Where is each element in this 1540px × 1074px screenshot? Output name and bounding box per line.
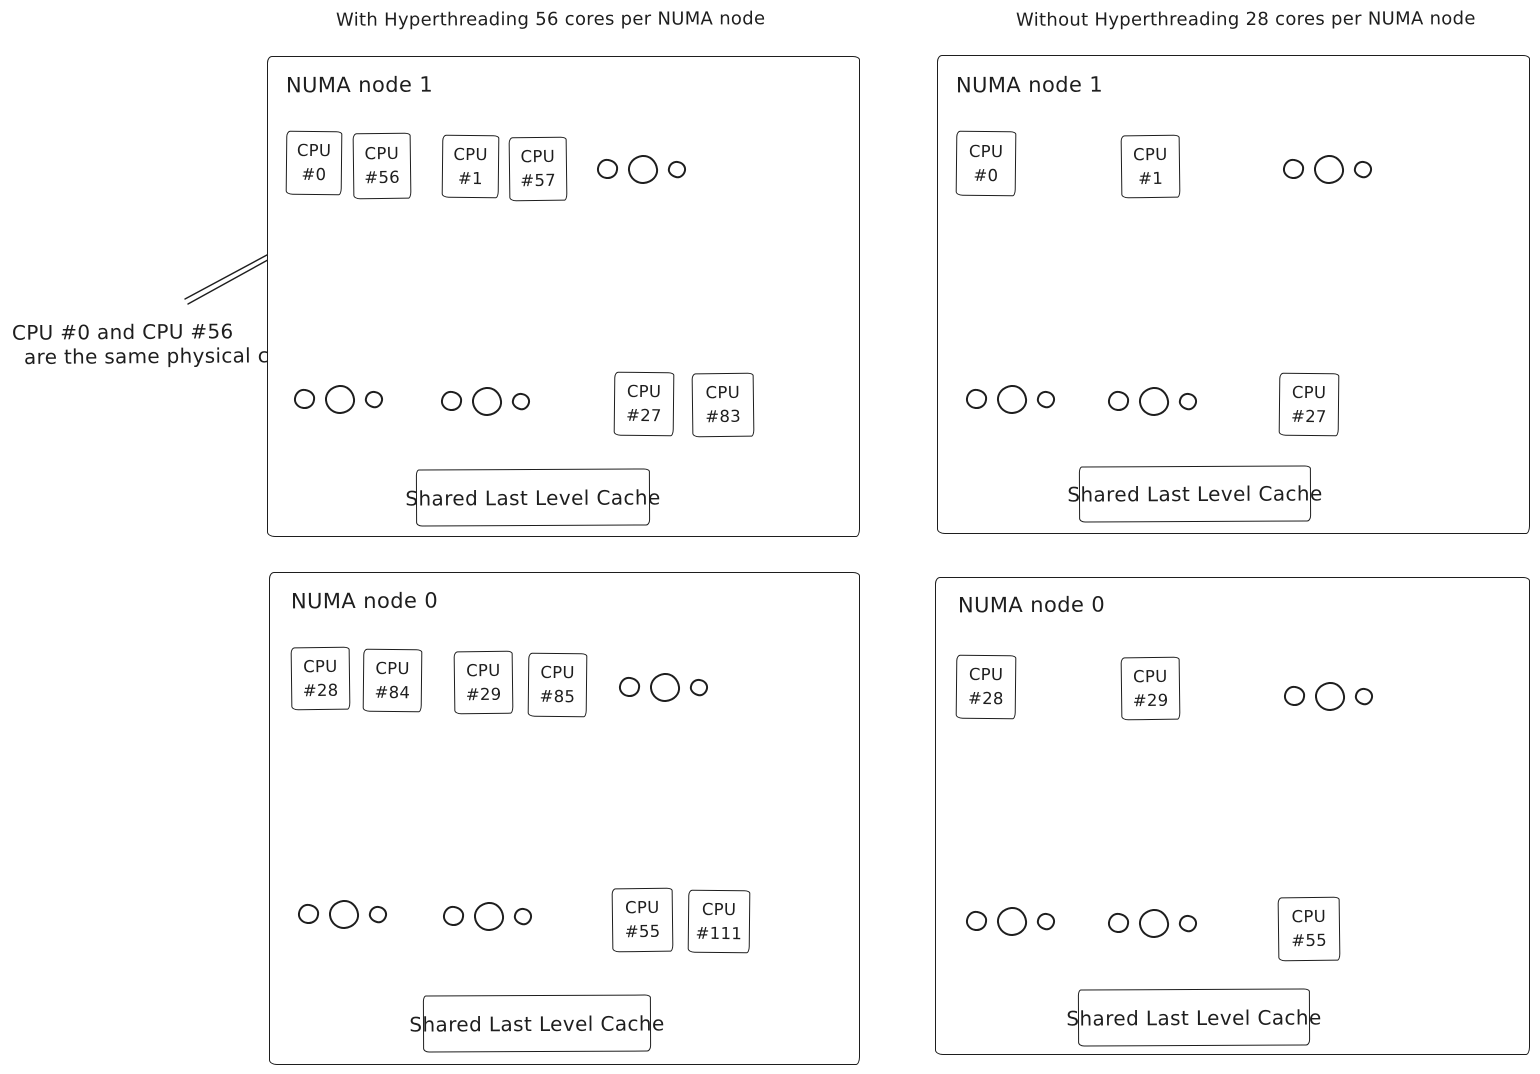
cpu-box-29: CPU#29 (1120, 656, 1181, 721)
cpu-box-85: CPU#85 (527, 652, 588, 718)
title-without-hyperthreading: Without Hyperthreading 28 cores per NUMA… (1015, 8, 1476, 31)
annotation-line-1: CPU #0 and CPU #56 (11, 319, 234, 345)
cpu-box-28: CPU#28 (290, 646, 351, 711)
ellipsis-icon (1106, 907, 1199, 939)
panel-label: NUMA node 1 (955, 72, 1104, 98)
panel-label: NUMA node 0 (290, 588, 439, 614)
shared-cache-box: Shared Last Level Cache (1067, 465, 1323, 523)
cpu-box-0: CPU#0 (955, 130, 1017, 197)
panel-without-ht-numa-node-1: NUMA node 1 CPU#0 CPU#1 CPU#27 Shared La… (937, 55, 1530, 534)
ellipsis-icon (1106, 385, 1199, 417)
ellipsis-icon (439, 385, 532, 417)
ellipsis-icon (441, 900, 534, 932)
ellipsis-icon (964, 383, 1057, 415)
panel-with-ht-numa-node-0: NUMA node 0 CPU#28 CPU#84 CPU#29 CPU#85 … (269, 572, 860, 1065)
cpu-box-27: CPU#27 (613, 371, 675, 437)
cpu-box-0: CPU#0 (285, 130, 343, 196)
cpu-box-83: CPU#83 (691, 372, 755, 438)
ellipsis-icon (1282, 680, 1375, 712)
cpu-box-111: CPU#111 (687, 889, 751, 954)
cpu-box-29: CPU#29 (453, 650, 514, 715)
ellipsis-icon (296, 898, 389, 930)
shared-cache-box: Shared Last Level Cache (409, 994, 665, 1053)
cpu-box-28: CPU#28 (955, 654, 1017, 720)
cpu-box-56: CPU#56 (352, 132, 412, 200)
ellipsis-icon (1281, 153, 1374, 185)
cpu-box-55: CPU#55 (611, 887, 674, 953)
cpu-box-84: CPU#84 (362, 648, 423, 713)
title-with-hyperthreading: With Hyperthreading 56 cores per NUMA no… (335, 8, 766, 31)
panel-label: NUMA node 1 (285, 72, 434, 98)
ellipsis-icon (595, 153, 688, 185)
cpu-box-55: CPU#55 (1277, 896, 1341, 962)
cpu-box-27: CPU#27 (1278, 372, 1340, 437)
panel-with-ht-numa-node-1: NUMA node 1 CPU#0 CPU#56 CPU#1 CPU#57 CP… (267, 56, 860, 537)
panel-label: NUMA node 0 (957, 592, 1106, 618)
shared-cache-box: Shared Last Level Cache (405, 468, 661, 527)
shared-cache-box: Shared Last Level Cache (1066, 988, 1322, 1047)
ellipsis-icon (292, 383, 385, 415)
panel-without-ht-numa-node-0: NUMA node 0 CPU#28 CPU#29 CPU#55 Shared … (935, 577, 1530, 1055)
ellipsis-icon (617, 671, 710, 703)
ellipsis-icon (964, 905, 1057, 937)
cpu-box-1: CPU#1 (1120, 134, 1181, 199)
cpu-box-1: CPU#1 (441, 134, 500, 199)
cpu-box-57: CPU#57 (508, 136, 568, 202)
